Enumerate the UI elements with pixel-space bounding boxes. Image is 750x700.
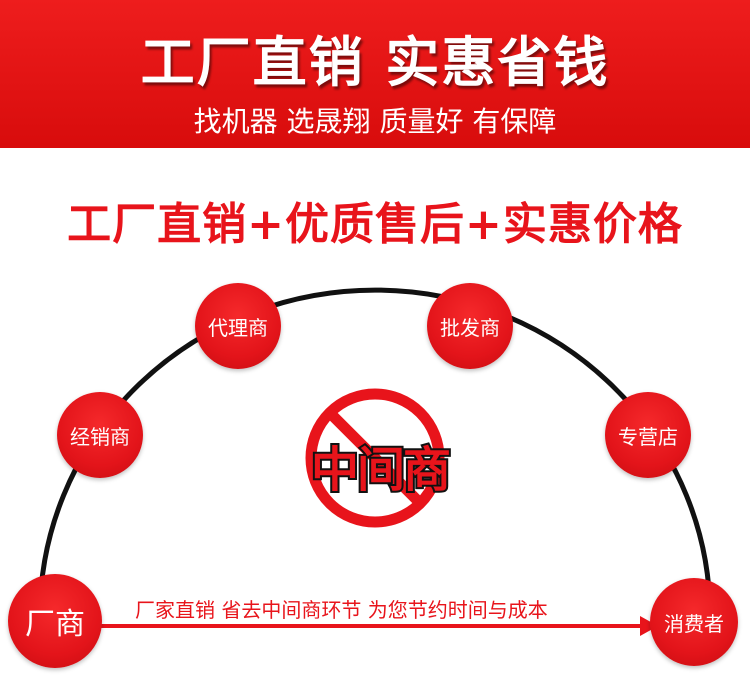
node-distributor: 经销商 bbox=[57, 392, 143, 478]
node-factory: 厂商 bbox=[8, 574, 102, 668]
banner-title: 工厂直销 实惠省钱 bbox=[140, 31, 610, 94]
slogan: 工厂直销+优质售后+实惠价格 bbox=[67, 199, 683, 250]
node-consumer: 消费者 bbox=[650, 578, 738, 666]
node-agent: 代理商 bbox=[195, 283, 281, 369]
node-wholesaler: 批发商 bbox=[427, 283, 513, 369]
direct-arrow-head bbox=[640, 616, 658, 636]
middleman-label: 中间商 bbox=[309, 440, 453, 500]
header-banner: 工厂直销 实惠省钱 找机器 选晟翔 质量好 有保障 bbox=[0, 0, 750, 148]
banner-subtitle: 找机器 选晟翔 质量好 有保障 bbox=[193, 105, 557, 138]
arrow-caption: 厂家直销 省去中间商环节 为您节约时间与成本 bbox=[135, 598, 548, 622]
node-store: 专营店 bbox=[605, 392, 691, 478]
